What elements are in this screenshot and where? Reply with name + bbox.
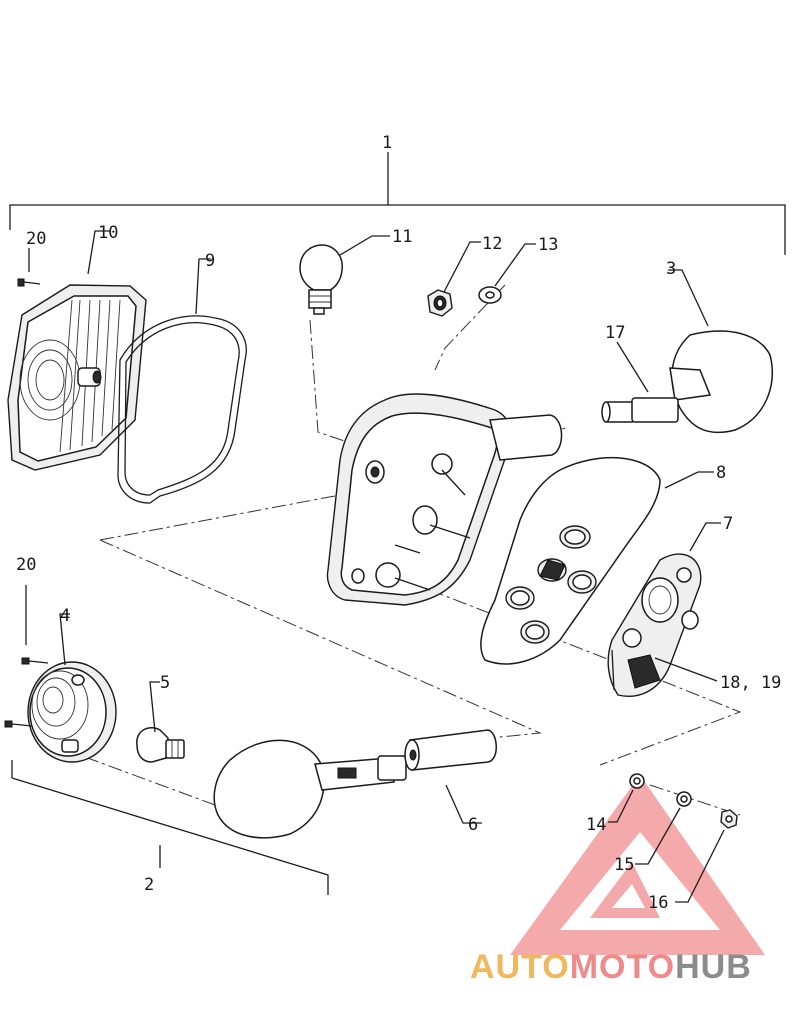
label-8: 8 — [716, 463, 726, 483]
svg-text:AUTOMOTOHUB: AUTOMOTOHUB — [470, 948, 752, 986]
label-6: 6 — [468, 815, 478, 835]
label-7: 7 — [723, 514, 733, 534]
label-13: 13 — [538, 235, 558, 255]
label-17: 17 — [605, 323, 625, 343]
label-1: 1 — [382, 133, 392, 153]
label-4: 4 — [60, 606, 70, 626]
sleeve-part-6 — [404, 729, 497, 771]
screw-20-top — [17, 278, 41, 287]
label-3: 3 — [666, 259, 676, 279]
label-14: 14 — [586, 815, 606, 835]
label-2: 2 — [144, 875, 154, 895]
lens-part-10 — [7, 284, 147, 471]
part-labels: 1 20 10 9 11 12 13 3 17 8 7 18, 19 20 4 … — [16, 133, 781, 913]
label-5: 5 — [160, 673, 170, 693]
label-15: 15 — [614, 855, 634, 875]
indicator-shell-part-2 — [213, 739, 407, 839]
washer-part-14 — [629, 773, 645, 789]
bulb-part-11 — [299, 244, 343, 315]
label-16: 16 — [648, 893, 668, 913]
label-9: 9 — [205, 251, 215, 271]
bracket-part-7 — [607, 553, 702, 697]
leader-lines — [11, 230, 725, 903]
watermark-hub: HUB — [675, 948, 752, 986]
watermark-auto: AUTO — [470, 948, 570, 986]
stem-part-17 — [601, 397, 679, 423]
washer-part-13 — [478, 286, 502, 304]
label-18-19: 18, 19 — [720, 673, 781, 693]
gasket-part-9 — [117, 315, 247, 504]
label-20-bottom: 20 — [16, 555, 36, 575]
indicator-shell-part-3 — [669, 330, 774, 434]
assembly-bracket-1 — [9, 152, 786, 255]
nut-part-16 — [720, 809, 738, 829]
lens-part-4 — [27, 661, 117, 763]
nut-part-12 — [427, 289, 453, 317]
washer-part-15 — [676, 791, 692, 807]
housing-body — [326, 393, 563, 606]
label-12: 12 — [482, 234, 502, 254]
mounting-plate-part-8 — [480, 456, 661, 665]
label-10: 10 — [98, 223, 118, 243]
watermark-logo — [510, 775, 765, 955]
screw-20-bottom — [4, 657, 49, 728]
watermark-text: AUTOMOTOHUB — [470, 948, 752, 986]
bulb-part-5 — [136, 726, 185, 763]
label-11: 11 — [392, 227, 412, 247]
watermark-moto: MOTO — [570, 948, 675, 986]
label-20-top: 20 — [26, 229, 46, 249]
